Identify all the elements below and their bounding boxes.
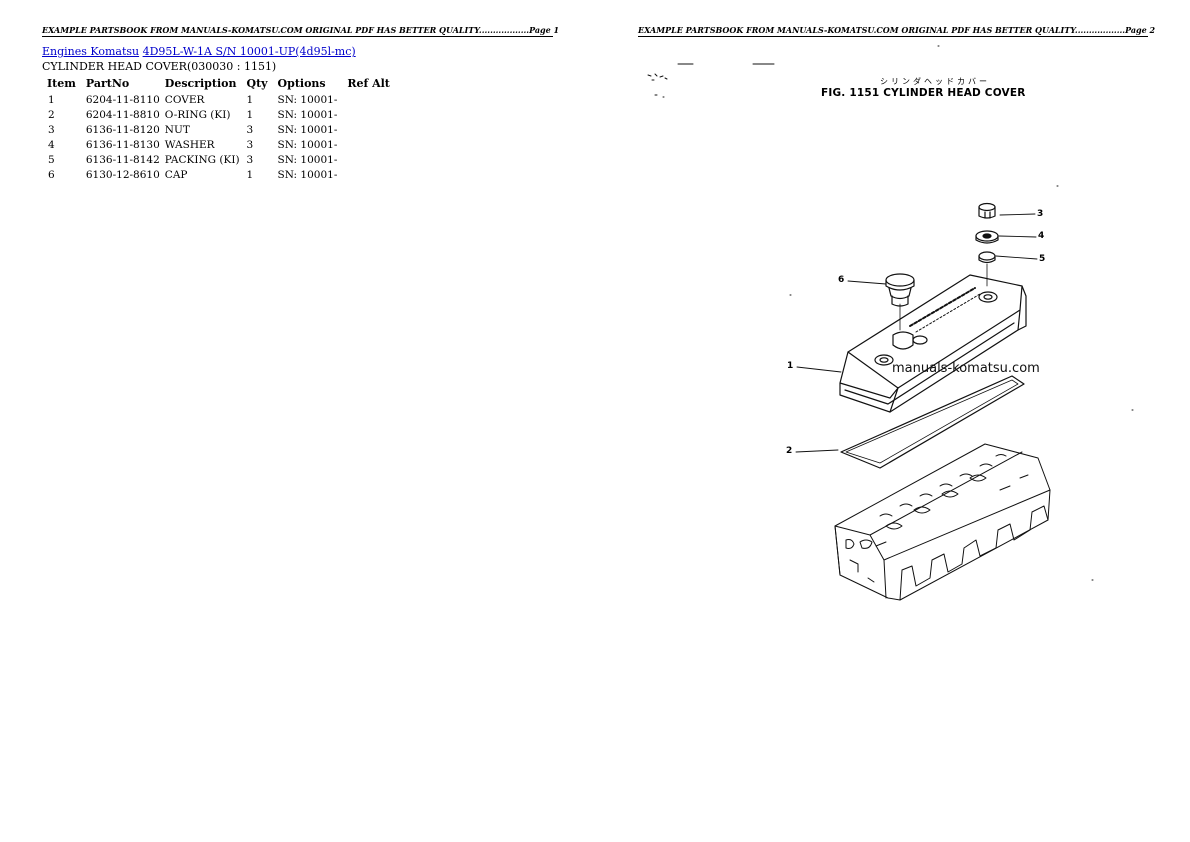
section-subtitle: CYLINDER HEAD COVER(030030 : 1151) bbox=[42, 60, 277, 73]
cell-options: SN: 10001- bbox=[277, 154, 338, 166]
breadcrumb-link-engines[interactable]: Engines Komatsu bbox=[42, 45, 140, 58]
cell-qty: 3 bbox=[246, 154, 254, 166]
cell-options: SN: 10001- bbox=[277, 169, 338, 181]
cell-item: 4 bbox=[48, 139, 55, 151]
cell-qty: 1 bbox=[246, 94, 254, 106]
cell-options: SN: 10001- bbox=[277, 124, 338, 136]
cell-item: 1 bbox=[48, 94, 55, 106]
callout-4: 4 bbox=[1038, 231, 1045, 241]
cell-item: 3 bbox=[48, 124, 55, 136]
part-cap bbox=[885, 273, 915, 307]
part-washer bbox=[975, 230, 999, 244]
cell-description: WASHER bbox=[164, 139, 215, 151]
col-header-options: Options bbox=[277, 77, 326, 90]
cell-partno: 6136-11-8142 bbox=[85, 154, 160, 166]
breadcrumb: Engines Komatsu 4D95L-W-1A S/N 10001-UP(… bbox=[42, 45, 356, 58]
cell-options: SN: 10001- bbox=[277, 109, 338, 121]
cell-partno: 6204-11-8110 bbox=[85, 94, 160, 106]
cell-partno: 6130-12-8610 bbox=[85, 169, 160, 181]
parts-table: Item PartNo Description Qty Options Ref … bbox=[42, 75, 395, 183]
col-header-refalt: Ref Alt bbox=[347, 77, 390, 90]
page-header-1: EXAMPLE PARTSBOOK FROM MANUALS-KOMATSU.C… bbox=[42, 25, 560, 37]
callout-1: 1 bbox=[787, 361, 794, 371]
table-row: 5 6136-11-8142 PACKING (KI) 3 SN: 10001- bbox=[42, 153, 395, 168]
col-header-qty: Qty bbox=[246, 77, 268, 90]
cell-partno: 6136-11-8120 bbox=[85, 124, 160, 136]
cell-description: O-RING (KI) bbox=[164, 109, 231, 121]
table-row: 1 6204-11-8110 COVER 1 SN: 10001- bbox=[42, 93, 395, 108]
part-nut bbox=[978, 202, 996, 219]
part-oring bbox=[840, 375, 1025, 469]
col-header-description: Description bbox=[164, 77, 237, 90]
cell-options: SN: 10001- bbox=[277, 139, 338, 151]
cell-item: 2 bbox=[48, 109, 55, 121]
watermark: manuals-komatsu.com bbox=[892, 361, 1040, 376]
cell-qty: 1 bbox=[246, 109, 254, 121]
callout-5: 5 bbox=[1039, 254, 1046, 264]
scan-marks bbox=[647, 45, 1134, 581]
table-row: 2 6204-11-8810 O-RING (KI) 1 SN: 10001- bbox=[42, 108, 395, 123]
cell-qty: 3 bbox=[246, 124, 254, 136]
part-packing bbox=[978, 251, 996, 264]
callout-3: 3 bbox=[1037, 209, 1044, 219]
cell-partno: 6136-11-8130 bbox=[85, 139, 160, 151]
cell-qty: 1 bbox=[246, 169, 254, 181]
col-header-item: Item bbox=[47, 77, 76, 90]
cell-description: CAP bbox=[164, 169, 188, 181]
cell-qty: 3 bbox=[246, 139, 254, 151]
cell-description: COVER bbox=[164, 94, 205, 106]
cell-item: 5 bbox=[48, 154, 55, 166]
figure-title: FIG. 1151 CYLINDER HEAD COVER bbox=[821, 87, 1026, 99]
table-header-row: Item PartNo Description Qty Options Ref … bbox=[42, 75, 395, 93]
breadcrumb-link-model[interactable]: 4D95L-W-1A S/N 10001-UP(4d95l-mc) bbox=[142, 45, 356, 58]
cylinder-head bbox=[834, 443, 1051, 601]
leader-lines bbox=[795, 213, 1038, 453]
part-cover bbox=[839, 263, 1027, 413]
figure-japanese-title: シリンダヘッドカバー bbox=[880, 77, 990, 86]
cell-item: 6 bbox=[48, 169, 55, 181]
col-header-partno: PartNo bbox=[85, 77, 130, 90]
callout-6: 6 bbox=[838, 275, 845, 285]
cell-description: PACKING (KI) bbox=[164, 154, 240, 166]
table-row: 4 6136-11-8130 WASHER 3 SN: 10001- bbox=[42, 138, 395, 153]
page-header-2: EXAMPLE PARTSBOOK FROM MANUALS-KOMATSU.C… bbox=[638, 25, 1156, 37]
table-row: 3 6136-11-8120 NUT 3 SN: 10001- bbox=[42, 123, 395, 138]
cell-description: NUT bbox=[164, 124, 190, 136]
cell-options: SN: 10001- bbox=[277, 94, 338, 106]
cell-partno: 6204-11-8810 bbox=[85, 109, 160, 121]
callout-2: 2 bbox=[786, 446, 793, 456]
table-row: 6 6130-12-8610 CAP 1 SN: 10001- bbox=[42, 168, 395, 183]
